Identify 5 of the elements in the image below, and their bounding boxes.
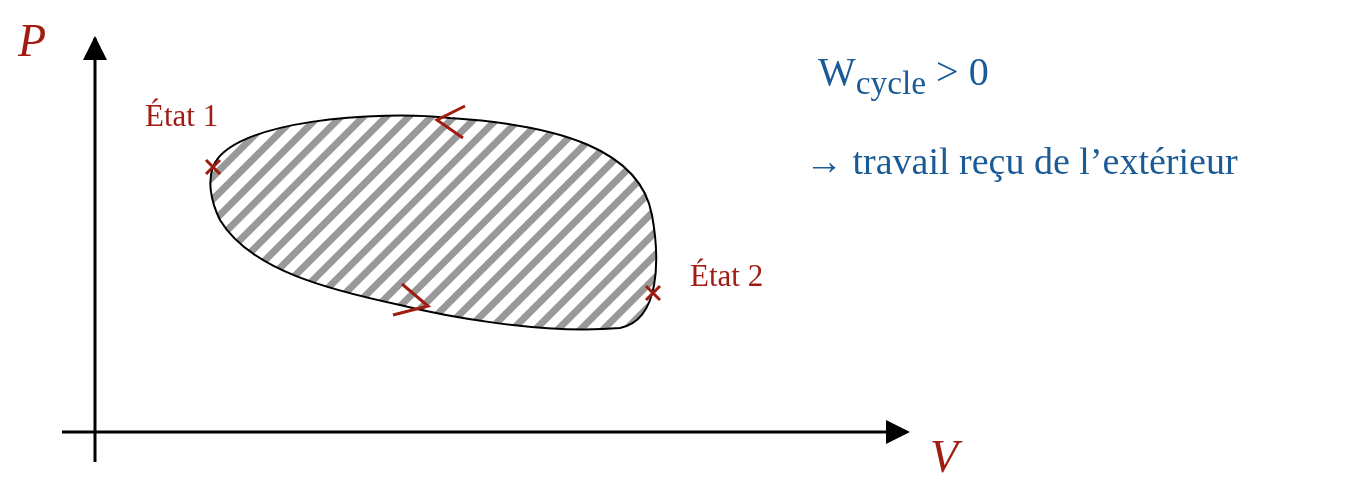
work-sign-formula: W$_{cycle}$ > 0 [818, 52, 989, 100]
axis-label: P [18, 18, 47, 64]
state-label: État 1 [145, 100, 219, 131]
work-note: → travail reçu de l’extérieur [805, 142, 1238, 180]
state-label: État 2 [690, 260, 764, 291]
